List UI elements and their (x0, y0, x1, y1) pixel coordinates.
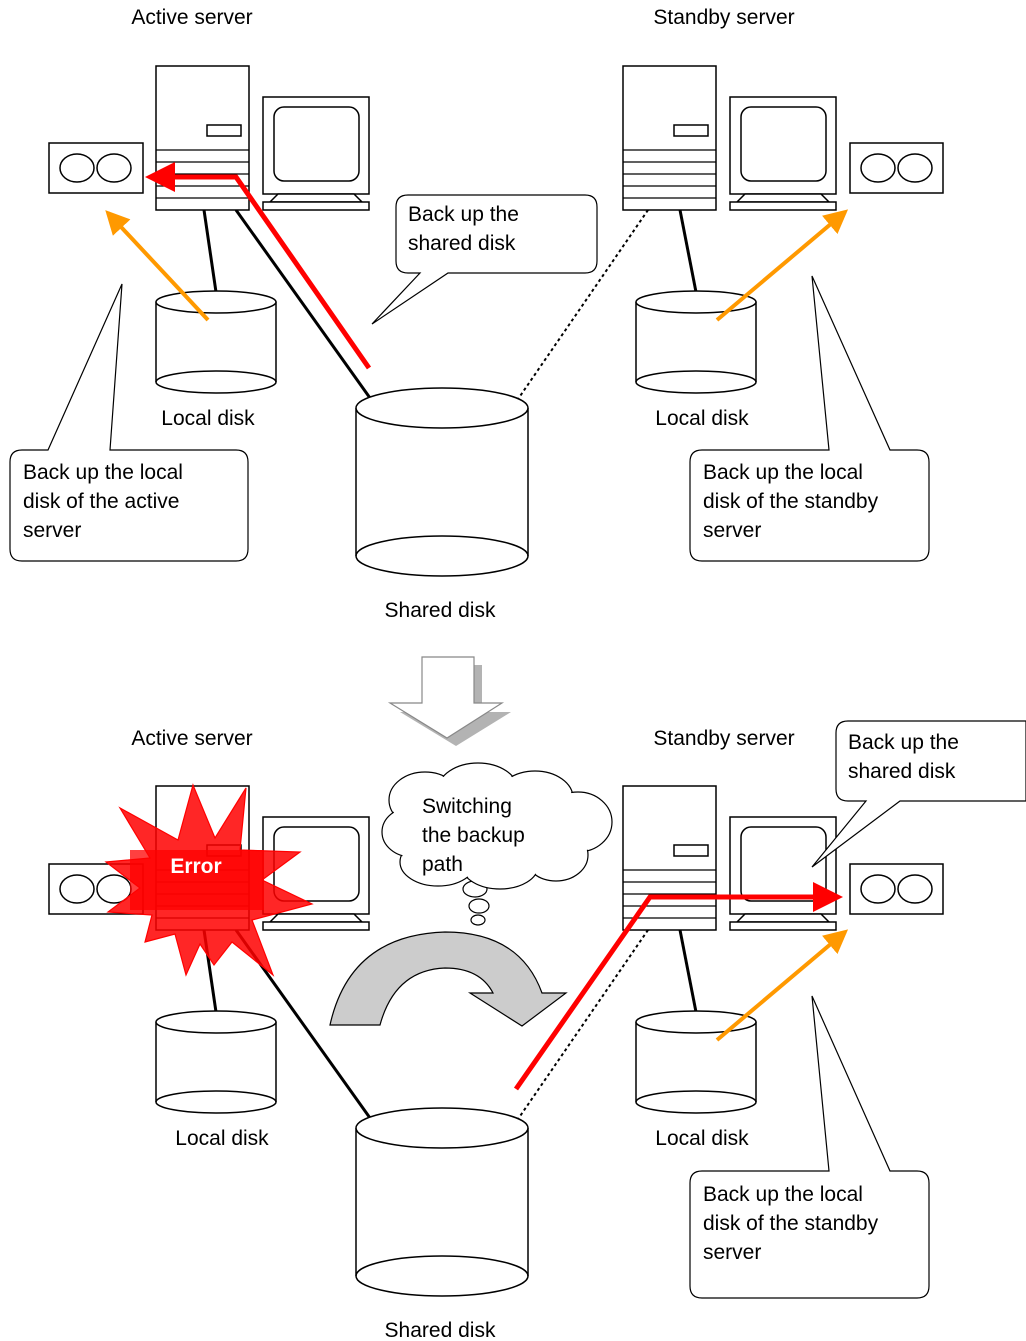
active-server-label: Active server (131, 727, 252, 750)
thought-text-line: Switching (422, 795, 512, 818)
server-tower-icon (623, 66, 716, 210)
local-disk-icon (636, 291, 756, 393)
transition-down-arrow-icon (390, 657, 511, 746)
local-disk-label: Local disk (655, 1127, 749, 1150)
callout-text-line: disk of the standby (703, 490, 879, 513)
bottom-scene: Active server Standby server (49, 721, 1026, 1341)
standby-local-link (680, 210, 696, 292)
server-tower-icon (156, 66, 249, 210)
callout-text-line: Back up the local (23, 461, 183, 484)
error-label: Error (170, 855, 221, 878)
thought-text-line: the backup (422, 824, 525, 847)
callout-text-line: server (703, 1241, 761, 1264)
standby-local-backup-arrow (717, 932, 845, 1040)
tape-drive-icon (850, 143, 943, 193)
local-disk-icon (156, 291, 276, 393)
callout-text-line: server (23, 519, 81, 542)
standby-server-label: Standby server (653, 727, 794, 750)
top-scene: Active server Standby server (10, 6, 943, 622)
callout-text-line: shared disk (848, 760, 956, 783)
callout-backup-shared-disk: Back up the shared disk (812, 721, 1026, 867)
local-disk-label: Local disk (655, 407, 749, 430)
callout-text-line: disk of the active (23, 490, 179, 513)
monitor-icon (263, 97, 369, 210)
monitor-icon (730, 817, 836, 930)
callout-text-line: shared disk (408, 232, 516, 255)
standby-server-label: Standby server (653, 6, 794, 29)
callout-text-line: Back up the (408, 203, 519, 226)
local-disk-icon (636, 1011, 756, 1113)
callout-text-line: disk of the standby (703, 1212, 879, 1235)
active-local-link (204, 210, 216, 292)
switch-path-curved-arrow-icon (330, 932, 566, 1026)
thought-text-line: path (422, 853, 463, 876)
standby-local-link (680, 930, 696, 1012)
local-disk-label: Local disk (175, 1127, 269, 1150)
shared-disk-icon (356, 388, 528, 576)
active-server-label: Active server (131, 6, 252, 29)
tape-drive-icon (850, 864, 943, 914)
callout-backup-shared-disk: Back up the shared disk (372, 195, 597, 324)
callout-text-line: Back up the local (703, 461, 863, 484)
callout-text-line: Back up the local (703, 1183, 863, 1206)
thought-cloud: Switching the backup path (382, 763, 612, 925)
tape-drive-icon (49, 143, 143, 193)
local-disk-icon (156, 1011, 276, 1113)
monitor-icon (730, 97, 836, 210)
local-disk-label: Local disk (161, 407, 255, 430)
shared-disk-label: Shared disk (385, 599, 496, 622)
shared-disk-icon (356, 1108, 528, 1296)
standby-local-backup-arrow (717, 212, 845, 320)
callout-text-line: Back up the (848, 731, 959, 754)
standby-shared-link-inactive (516, 930, 648, 1122)
callout-text-line: server (703, 519, 761, 542)
server-tower-icon (623, 786, 716, 930)
shared-disk-label: Shared disk (385, 1319, 496, 1341)
